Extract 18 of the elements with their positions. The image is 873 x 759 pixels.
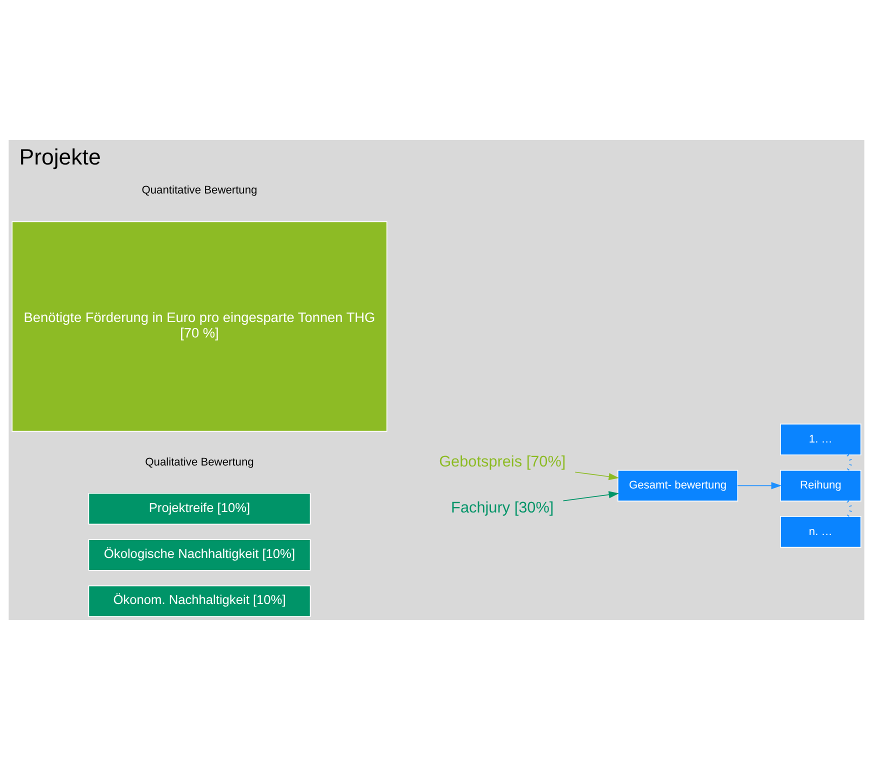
node-box: 1. … — [780, 423, 862, 455]
node-box: Benötigte Förderung in Euro pro eingesparte Tonnen THG [70 %] — [12, 220, 388, 432]
node-box: Projektreife [10%] — [88, 492, 311, 524]
node-box: Reihung — [780, 469, 862, 501]
arrow — [574, 471, 620, 480]
arrow — [737, 482, 782, 489]
arrow — [562, 490, 620, 501]
node-text: Fachjury [30%] — [451, 499, 554, 516]
connector — [846, 500, 852, 517]
diagram-title: Projekte — [19, 144, 101, 170]
label: Quantitative Bewertung — [142, 184, 258, 196]
node-box: Ökologische Nachhaltigkeit [10%] — [88, 538, 311, 570]
node-text: Gebotspreis [70%] — [439, 452, 566, 470]
node-box: n. … — [780, 516, 862, 548]
node-box: Ökonom. Nachhaltigkeit [10%] — [88, 584, 311, 616]
connector — [846, 454, 852, 470]
label: Qualitative Bewertung — [145, 456, 254, 468]
node-box: Gesamt- bewertung — [617, 469, 738, 501]
